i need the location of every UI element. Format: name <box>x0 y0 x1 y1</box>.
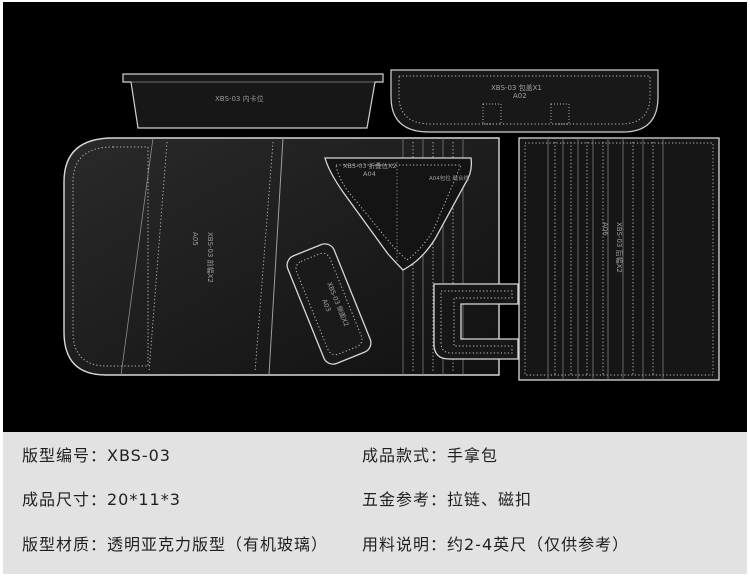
finished-size-text: 成品尺寸：20*11*3 <box>22 490 181 509</box>
pattern-photo: XBS-03 内卡位 XBS-03 包盖X1 A02 <box>3 2 747 432</box>
front-panel-code: A05 <box>191 232 199 246</box>
u-shaped-piece <box>433 283 519 360</box>
small-strip-piece: A03 XBS-03 侧面X2 <box>286 243 372 365</box>
right-panel-label: XBS-03 后幅X2 <box>615 222 624 273</box>
right-panel-code: A06 <box>601 222 609 236</box>
gusset-code: A04 <box>363 170 376 178</box>
inner-card-slot-label: XBS-03 内卡位 <box>215 94 264 103</box>
finished-style-text: 成品款式：手拿包 <box>362 446 499 465</box>
flap-code: A02 <box>513 92 527 100</box>
right-back-panel: A06 XBS-03 后幅X2 <box>518 137 720 381</box>
info-row-2: 成品尺寸：20*11*3 五金参考：拉链、磁扣 <box>3 480 747 520</box>
pattern-number-text: 版型编号：XBS-03 <box>22 446 171 465</box>
front-panel-label: XBS-03 前幅X2 <box>206 232 215 283</box>
flap-label: XBS-03 包盖X1 <box>491 83 542 92</box>
hardware-reference-text: 五金参考：拉链、磁扣 <box>362 490 533 509</box>
bottom-strip <box>3 574 747 583</box>
info-row-1: 版型编号：XBS-03 成品款式：手拿包 <box>3 436 747 476</box>
inner-card-slot-piece: XBS-03 内卡位 <box>122 73 384 129</box>
info-row-3: 版型材质：透明亚克力版型（有机玻璃） 用料说明：约2-4英尺（仅供参考） <box>3 525 747 565</box>
pattern-material-text: 版型材质：透明亚克力版型（有机玻璃） <box>22 535 329 554</box>
flap-piece: XBS-03 包盖X1 A02 <box>390 69 659 133</box>
gusset-label: XBS-03 折叠位X2 <box>343 161 397 170</box>
gusset-piece: XBS-03 折叠位X2 A04 A04包位 缝合线 <box>324 157 473 271</box>
gusset-note: A04包位 缝合线 <box>429 174 470 182</box>
material-usage-text: 用料说明：约2-4英尺（仅供参考） <box>362 535 630 554</box>
pattern-illustration: XBS-03 内卡位 XBS-03 包盖X1 A02 <box>63 69 720 381</box>
product-info-panel: 版型编号：XBS-03 成品款式：手拿包 成品尺寸：20*11*3 五金参考：拉… <box>3 432 747 574</box>
